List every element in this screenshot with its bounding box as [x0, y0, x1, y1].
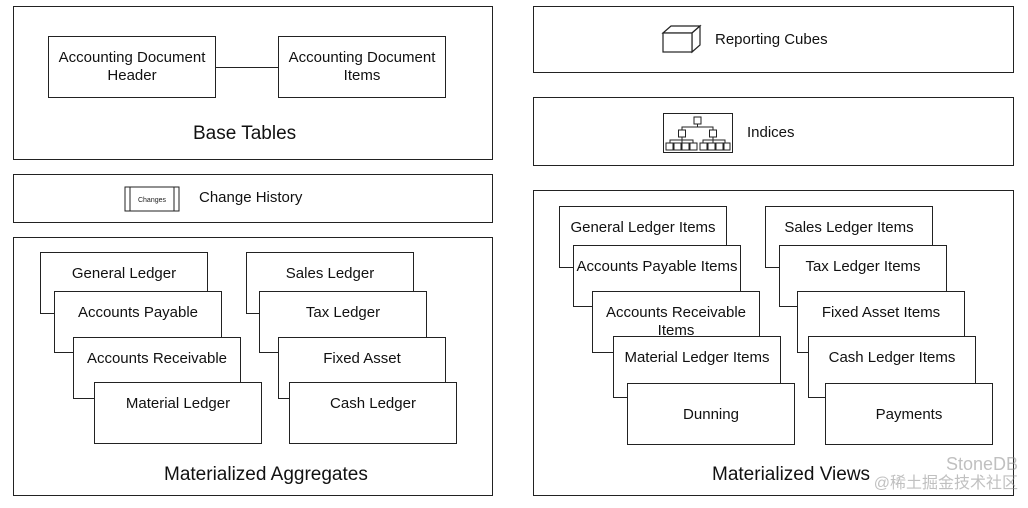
materialized-views-title: Materialized Views	[712, 464, 871, 485]
indices-label: Indices	[747, 124, 795, 141]
materialized-views-panel: General Ledger Items Accounts Payable It…	[533, 190, 1014, 496]
change-history-label: Change History	[199, 189, 303, 206]
watermark-community: @稀土掘金技术社区	[873, 475, 1018, 492]
header-items-connector	[216, 67, 278, 68]
base-tables-title: Base Tables	[193, 123, 297, 144]
indices-panel: Indices	[533, 97, 1014, 166]
materialized-aggregates-title: Materialized Aggregates	[164, 464, 368, 485]
watermark: StoneDB @稀土掘金技术社区	[874, 454, 1018, 494]
materialized-aggregates-panel: General Ledger Accounts Payable Accounts…	[13, 237, 493, 496]
view-box: Dunning	[627, 383, 795, 445]
tree-index-icon	[663, 113, 733, 153]
accounting-document-header-box: Accounting Document Header	[48, 36, 216, 98]
change-history-panel: Changes Change History	[13, 174, 493, 223]
base-tables-panel: Accounting Document Header Accounting Do…	[13, 6, 493, 160]
changes-icon: Changes	[124, 186, 180, 212]
view-box: Payments	[825, 383, 993, 445]
changes-icon-text: Changes	[138, 197, 167, 204]
reporting-cubes-panel: Reporting Cubes	[533, 6, 1014, 73]
cube-icon	[661, 24, 702, 54]
aggregate-box: Cash Ledger	[289, 382, 457, 444]
accounting-document-items-box: Accounting Document Items	[278, 36, 446, 98]
watermark-brand: StoneDB	[945, 454, 1018, 474]
reporting-cubes-label: Reporting Cubes	[715, 31, 828, 48]
aggregate-box: Material Ledger	[94, 382, 262, 444]
